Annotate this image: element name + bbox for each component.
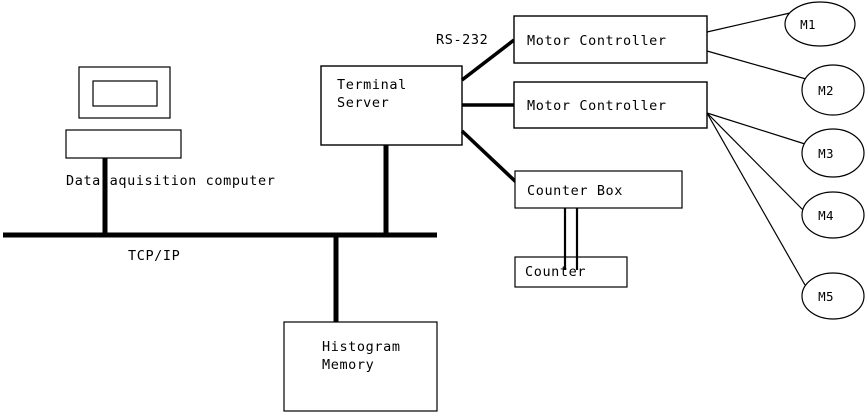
link-motor-controller-2-to-m5 — [706, 112, 806, 286]
link-motor-controller-1-to-m2 — [706, 50, 807, 80]
motor-controller-1-label: Motor Controller — [527, 33, 667, 49]
terminal-server-box[interactable] — [320, 65, 463, 146]
rs232-label: RS-232 — [436, 32, 488, 48]
motor-m1-shape[interactable] — [784, 1, 856, 47]
histogram-memory-label-line1: Histogram — [322, 339, 401, 355]
histogram-memory-box[interactable] — [283, 321, 438, 412]
motor-controller-2-label: Motor Controller — [527, 98, 667, 114]
link-motor-controller-2-to-m4 — [706, 112, 805, 212]
link-motor-controller-1-to-m1 — [706, 12, 791, 33]
motor-controller-2-box[interactable] — [513, 81, 708, 129]
terminal-server-label-line1: Terminal — [337, 77, 407, 93]
motor-m4-label: M4 — [818, 208, 834, 223]
rs232-link-terminal-to-motor-controller-1 — [460, 38, 516, 82]
tcp-ip-label: TCP/IP — [128, 248, 180, 264]
computer-chassis — [65, 129, 182, 159]
counter-box[interactable] — [514, 256, 628, 288]
motor-m5-shape[interactable] — [801, 272, 865, 320]
motor-m5-label: M5 — [818, 289, 834, 304]
motor-m4-shape[interactable] — [801, 191, 865, 239]
motor-m1-label: M1 — [800, 17, 816, 32]
motor-controller-1-box[interactable] — [513, 15, 708, 64]
rs232-link-terminal-to-counter-box — [460, 129, 518, 184]
link-motor-controller-2-to-m3 — [706, 112, 806, 145]
motor-m2-label: M2 — [818, 83, 834, 98]
motor-m2-shape[interactable] — [801, 64, 865, 116]
motor-m3-label: M3 — [818, 146, 834, 161]
data-acquisition-computer-label: Data aquisition computer — [66, 173, 275, 189]
counter-label: Counter — [525, 264, 586, 280]
terminal-server-label-line2: Server — [337, 95, 389, 111]
counter-box-box[interactable] — [514, 170, 683, 209]
histogram-memory-label-line2: Memory — [322, 357, 374, 373]
motor-m3-shape[interactable] — [801, 128, 865, 178]
counter-box-label: Counter Box — [527, 183, 623, 199]
monitor-screen — [92, 80, 158, 107]
